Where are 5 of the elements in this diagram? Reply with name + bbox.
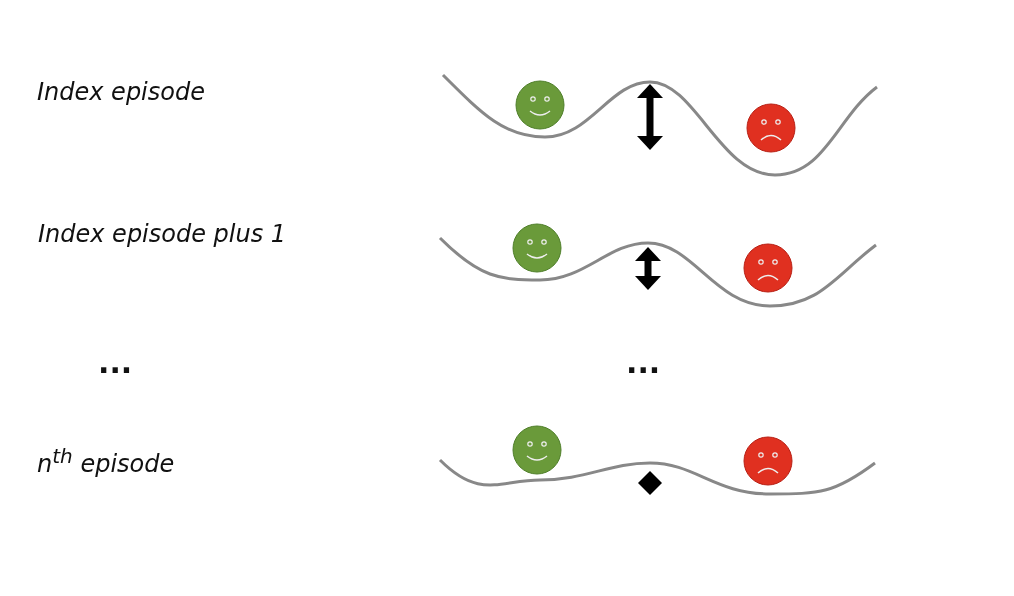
ellipsis-text: ... bbox=[98, 348, 133, 378]
row-label: Index episode bbox=[37, 80, 205, 104]
ellipsis-text: ... bbox=[626, 348, 661, 378]
row-label: Index episode plus 1 bbox=[38, 222, 287, 246]
row-label: n$^{th}$ episode bbox=[37, 446, 175, 476]
